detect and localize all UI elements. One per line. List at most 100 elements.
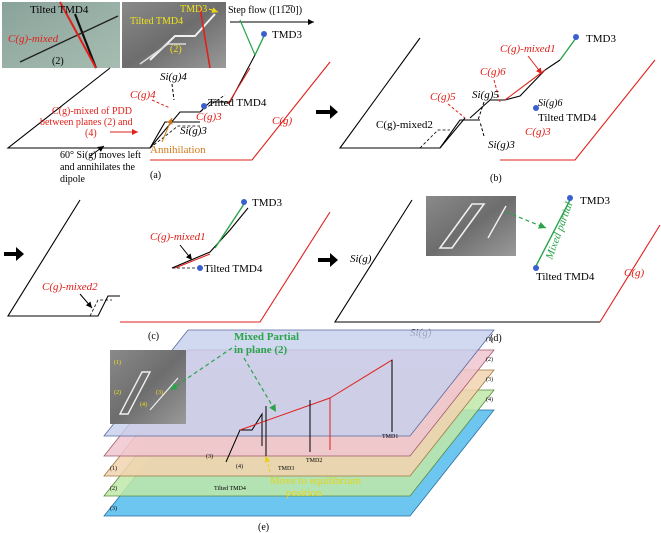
- panel-d-green-line: [535, 199, 571, 267]
- panel-a-red-outline: [150, 61, 331, 161]
- panel-a-micrograph: [122, 2, 226, 68]
- panel-a-green-line: [254, 35, 265, 56]
- panel-e-move-1: Move to equilibrium: [270, 475, 361, 487]
- panel-b-tmd3-dot: [573, 34, 579, 40]
- plane-label-left-1: (1): [110, 465, 117, 472]
- panel-d-micrograph-shape: [438, 203, 486, 249]
- panel-b-cg5-pointer: [447, 103, 466, 119]
- cg4-pointer: [151, 99, 171, 109]
- panel-b-outline-left: [338, 37, 421, 149]
- panel-e-mixed-partial-2: in plane (2): [234, 344, 288, 356]
- plane-label-4: (4): [486, 396, 493, 403]
- inset-line: [19, 15, 119, 63]
- panel-e-plane4-marker: (4): [236, 463, 243, 470]
- panel-e-caption: (e): [258, 522, 269, 533]
- panel-b-si5-pointer: [477, 101, 485, 121]
- arrow-b-to-c: [4, 247, 24, 261]
- plane-label-3: (3): [486, 376, 493, 383]
- panel-c-baseline: [70, 295, 120, 317]
- panel-c-outline-left: [7, 199, 81, 317]
- panel-d-micrograph-line: [487, 205, 507, 239]
- panel-a-si-g-3: Si(g)3: [180, 125, 207, 137]
- panel-b-cg-mixed1: C(g)-mixed1: [500, 43, 556, 55]
- panel-d-red-outline: [599, 224, 661, 323]
- panel-c-cg-mixed1: C(g)-mixed1: [150, 231, 206, 243]
- panel-e-inset-2: (2): [114, 389, 121, 396]
- inset-dislocation-line: [73, 13, 98, 69]
- panel-c-mixed2-pointer: [79, 293, 93, 309]
- panel-c-mixed1-pointer: [179, 244, 193, 261]
- panel-e-mixed-partial-1: Mixed Partial: [234, 331, 299, 343]
- panel-b-si3-pointer: [479, 121, 485, 137]
- panel-b-mixed1-pointer: [527, 55, 543, 75]
- inset-label-plane2: (2): [52, 56, 64, 67]
- panel-b-cg3: C(g)3: [525, 126, 551, 138]
- panel-a-cg-mixed-pdd: C(g)-mixed of PDD: [52, 106, 132, 117]
- arrow-a-to-b: [316, 105, 338, 119]
- panel-c-tmd4-dot: [197, 265, 203, 271]
- panel-e-plane3-marker: (3): [206, 453, 213, 460]
- panel-c-caption: (c): [148, 331, 159, 342]
- panel-a-tmd4-dot: [201, 103, 207, 109]
- panel-b-cg5: C(g)5: [430, 91, 456, 103]
- panel-a-note-2: and annihilates the: [60, 162, 136, 173]
- panel-d-tmd3: TMD3: [580, 195, 610, 207]
- panel-a-between-planes: between planes (2) and: [40, 117, 132, 128]
- panel-b-caption: (b): [490, 173, 502, 184]
- panel-b-dislocation: [439, 59, 561, 149]
- panel-d-caption: (d): [490, 333, 502, 344]
- annihilation-pointer: [161, 117, 173, 143]
- panel-e-dislocation: [225, 412, 263, 463]
- panel-b: TMD3 C(g)-mixed1 C(g)6 C(g)5 Si(g)5 Si(g…: [338, 33, 656, 184]
- inset-label-cg-mixed: C(g)-mixed: [8, 33, 59, 45]
- panel-e-tmd1: TMD1: [382, 434, 398, 440]
- panel-b-tmd3: TMD3: [586, 33, 616, 45]
- panel-b-cg6: C(g)6: [480, 66, 506, 78]
- plane-label-2: (2): [486, 356, 493, 363]
- panel-e-tilted-tmd4: Tilted TMD4: [214, 486, 246, 492]
- step-flow-label: Step flow ([11̅2̅0]): [228, 5, 302, 16]
- micrograph-label-plane2: (2): [170, 44, 182, 55]
- micrograph-red-line: [199, 7, 211, 69]
- panel-e-mixed-pointer-1: [169, 347, 233, 391]
- panel-c-tilted-tmd4: Tilted TMD4: [204, 263, 263, 275]
- panel-b-si-g-6: Si(g)6: [538, 98, 562, 109]
- panel-e-inset-3: (3): [156, 389, 163, 396]
- panel-e-inset-4: (4): [140, 401, 147, 408]
- panel-e-move-pointer: [264, 455, 271, 473]
- plane-label-left-3: (3): [110, 505, 117, 512]
- panel-a-red-segment: [227, 67, 251, 105]
- panel-d: TMD3 Mixed partial Tilted TMD4 C(g) Si(g…: [334, 195, 661, 344]
- panel-d-mixed-pointer: [505, 211, 547, 229]
- panel-a-cg: C(g): [272, 115, 293, 127]
- panel-a: Tilted TMD4 C(g)-mixed (2) TMD3 Tilted T…: [2, 1, 331, 185]
- panel-e-mixed-pointer-2: [243, 357, 277, 413]
- panel-b-si-g-3: Si(g)3: [488, 139, 515, 151]
- note-pointer: [89, 145, 105, 157]
- panel-d-outline-left: [334, 199, 600, 323]
- panel-e-tmd3: TMD3: [278, 466, 294, 472]
- panel-a-tmd3-dot: [261, 31, 267, 37]
- panel-a-tilted-tmd4: Tilted TMD4: [208, 97, 267, 109]
- panel-d-mixed-partial: Mixed partial: [543, 200, 575, 262]
- panel-a-si-g-4: Si(g)4: [160, 71, 187, 83]
- panel-c-dashed: [89, 299, 112, 317]
- micrograph-tmd3-arrow: [208, 7, 219, 13]
- si-g-4-pointer: [171, 83, 175, 101]
- panel-c-green-line: [214, 203, 245, 249]
- inset-label-tilted-tmd4: Tilted TMD4: [30, 4, 89, 16]
- panel-b-si-g-5: Si(g)5: [472, 89, 499, 101]
- panel-e: (1) (2) (3) (4) (1) (2) (3) TMD2 TMD1 TM…: [103, 329, 495, 533]
- plane-label-left-2: (2): [110, 485, 117, 492]
- panel-b-cg6-pointer: [493, 79, 501, 103]
- panel-c-cg-mixed2: C(g)-mixed2: [42, 281, 98, 293]
- panel-c: TMD3 C(g)-mixed1 Tilted TMD4 C(g)-mixed2…: [7, 197, 331, 342]
- micrograph-label-tilted-tmd4: Tilted TMD4: [130, 16, 183, 27]
- panel-b-cg-mixed2: C(g)-mixed2: [376, 119, 433, 131]
- plane-label-1: (1): [486, 336, 493, 343]
- panel-a-tmd3: TMD3: [272, 29, 302, 41]
- panel-d-cg: C(g): [624, 267, 645, 279]
- panel-a-dashed-2: [199, 94, 226, 113]
- panel-b-dashed-left: [419, 129, 450, 149]
